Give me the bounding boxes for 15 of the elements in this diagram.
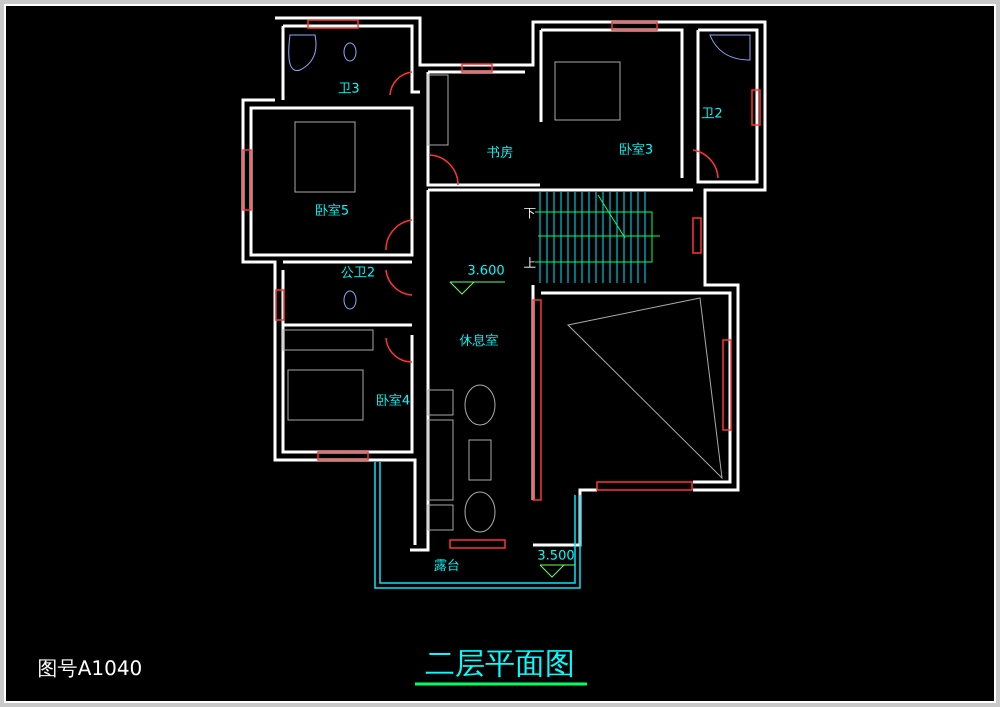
room-label: 卫3 bbox=[338, 82, 360, 96]
room-label: 休息室 bbox=[460, 334, 498, 348]
room-label: 3.500 bbox=[537, 550, 575, 562]
room-label: 卫2 bbox=[701, 108, 723, 120]
room-label: 书房 bbox=[487, 146, 513, 160]
room-label: 卧室5 bbox=[314, 204, 350, 218]
room-label: 卧室4 bbox=[376, 394, 410, 408]
drawing-title: 二层平面图 bbox=[425, 646, 575, 684]
room-label: 露台 bbox=[434, 560, 460, 572]
room-label: 上 bbox=[524, 257, 536, 269]
room-label: 卧室3 bbox=[618, 144, 654, 156]
room-label: 公卫2 bbox=[340, 266, 376, 280]
room-label: 下 bbox=[524, 207, 536, 219]
room-label: 3.600 bbox=[467, 264, 505, 278]
drawing-number: 图号A1040 bbox=[38, 658, 142, 678]
